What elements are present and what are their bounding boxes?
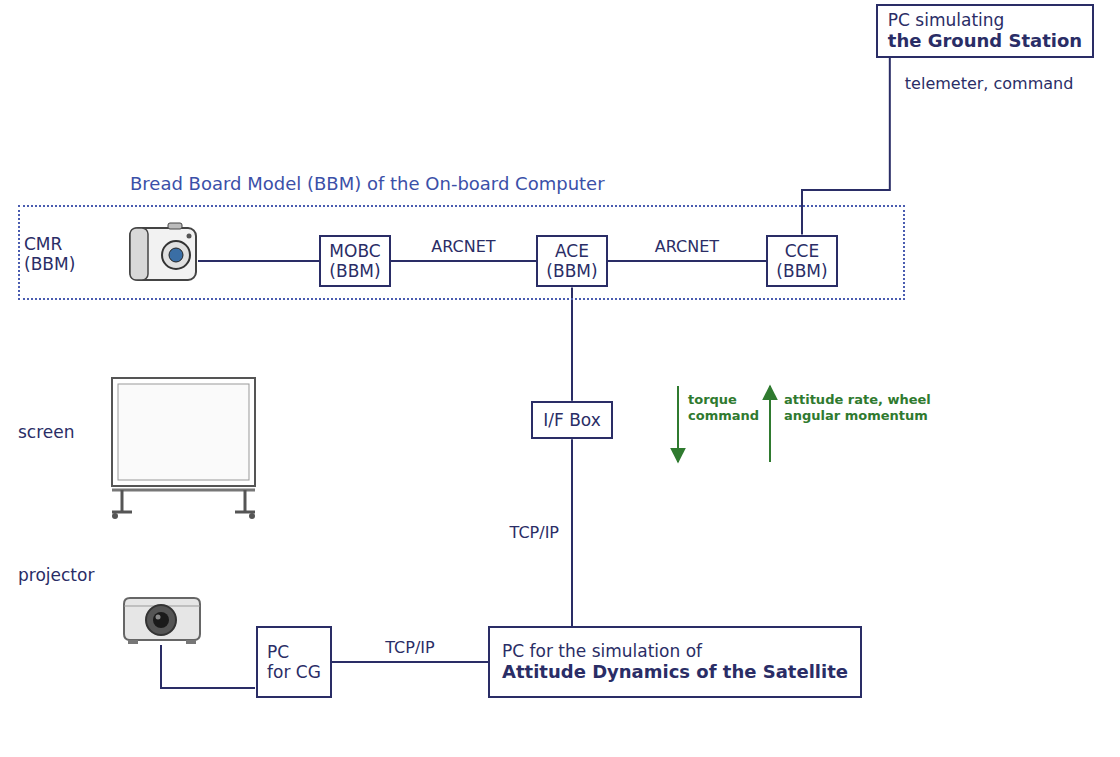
projector-wire bbox=[161, 645, 255, 688]
box-text: PC simulating bbox=[888, 10, 1082, 30]
box-text: ACE (BBM) bbox=[544, 241, 600, 282]
part-name: CMR (BBM) bbox=[24, 234, 86, 275]
box-text: I/F Box bbox=[543, 410, 601, 430]
connector-label: ARCNET bbox=[428, 237, 498, 256]
connector-label: telemeter, command bbox=[902, 74, 1077, 93]
connector-line bbox=[608, 260, 766, 262]
signal-arrow bbox=[769, 386, 771, 462]
box-text: for CG bbox=[267, 662, 321, 682]
connector-line bbox=[332, 661, 488, 663]
signal-name: attitude rate, wheel angular momentum bbox=[784, 392, 949, 423]
connector-line bbox=[802, 58, 890, 235]
unit-box: ACE (BBM) bbox=[536, 235, 608, 288]
pc-box: PC simulatingthe Ground Station bbox=[876, 4, 1094, 58]
connector-line bbox=[391, 260, 536, 262]
projector-icon bbox=[124, 598, 200, 644]
signal-arrow bbox=[677, 386, 679, 462]
interface-box: I/F Box bbox=[531, 401, 613, 439]
unit-box: CCE (BBM) bbox=[766, 235, 838, 288]
box-text: the Ground Station bbox=[888, 30, 1082, 52]
screen-icon bbox=[112, 378, 255, 519]
camera-wire bbox=[198, 260, 321, 262]
connector-label: ARCNET bbox=[652, 237, 722, 256]
box-text: MOBC (BBM) bbox=[327, 241, 383, 282]
pc-box: PC for the simulation ofAttitude Dynamic… bbox=[488, 626, 862, 698]
equipment-name: projector bbox=[18, 565, 94, 585]
pc-box: PCfor CG bbox=[256, 626, 332, 699]
connector-line bbox=[571, 439, 573, 626]
connector-label: TCP/IP bbox=[507, 523, 562, 542]
box-text: PC bbox=[267, 642, 321, 662]
group-heading: Bread Board Model (BBM) of the On-board … bbox=[130, 173, 605, 195]
unit-box: MOBC (BBM) bbox=[319, 235, 391, 288]
box-text: Attitude Dynamics of the Satellite bbox=[502, 661, 848, 683]
box-text: CCE (BBM) bbox=[774, 241, 830, 282]
camera-icon bbox=[130, 223, 196, 280]
box-text: PC for the simulation of bbox=[502, 641, 848, 661]
connector-line bbox=[571, 287, 573, 400]
signal-name: torque command bbox=[688, 392, 760, 423]
equipment-name: screen bbox=[18, 422, 75, 442]
connector-label: TCP/IP bbox=[382, 638, 437, 657]
